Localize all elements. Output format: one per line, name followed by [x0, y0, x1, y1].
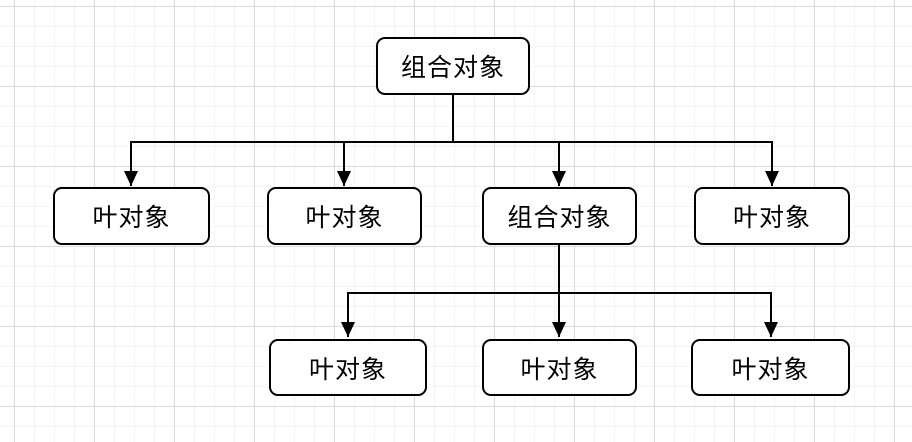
edge-child-3-grandchild-1[interactable]	[341, 245, 560, 337]
node-label: 组合对象	[507, 204, 612, 232]
node-label: 叶对象	[732, 204, 811, 232]
node-child-1[interactable]: 叶对象	[53, 187, 210, 245]
node-label: 叶对象	[520, 355, 599, 384]
node-label: 叶对象	[308, 355, 387, 384]
edge-root-child-3[interactable]	[452, 95, 566, 186]
node-label: 叶对象	[731, 355, 810, 384]
node-grandchild-3[interactable]: 叶对象	[691, 339, 850, 396]
node-child-4[interactable]: 叶对象	[694, 187, 850, 245]
node-label: 叶对象	[305, 204, 384, 232]
edge-child-3-grandchild-3[interactable]	[558, 245, 778, 337]
node-label: 组合对象	[400, 54, 505, 82]
node-child-3[interactable]: 组合对象	[482, 187, 637, 245]
node-root[interactable]: 组合对象	[376, 37, 530, 95]
node-grandchild-2[interactable]: 叶对象	[482, 339, 637, 396]
node-label: 叶对象	[92, 204, 171, 232]
edge-root-child-4[interactable]	[452, 95, 779, 186]
edge-root-child-1[interactable]	[124, 95, 454, 186]
node-grandchild-1[interactable]: 叶对象	[269, 339, 427, 396]
edge-root-child-2[interactable]	[337, 95, 454, 186]
node-child-2[interactable]: 叶对象	[267, 187, 422, 245]
